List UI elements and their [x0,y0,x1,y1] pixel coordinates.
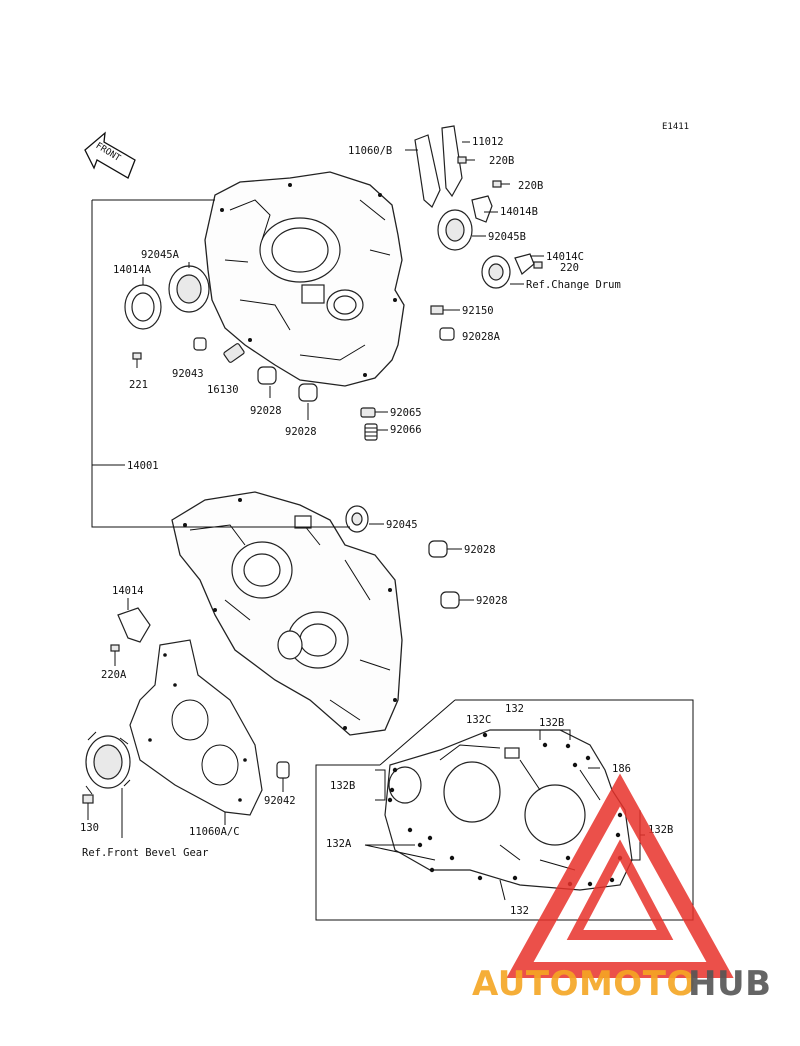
bolt-92150 [430,305,455,315]
watermark-text-automoto: AUTOMOTO [472,964,696,1004]
plug-92028-upper [257,366,318,402]
lower-crankcase [171,491,403,736]
bearing-92045 [345,505,369,533]
fitting-16130 [223,343,245,363]
plate-14014a [124,284,162,330]
watermark-logo [506,773,734,978]
diagram-code: E1411 [662,122,689,132]
label-11060b: 11060/B [348,145,392,157]
label-92028-2: 92028 [285,426,317,438]
label-14014b: 14014B [500,206,538,218]
label-92045a: 92045A [141,249,180,261]
dowel-92043 [193,337,207,351]
label-14014a: 14014A [113,264,152,276]
label-92045b: 92045B [488,231,526,243]
label-14014: 14014 [112,585,144,597]
screen-92065-spring-92066 [360,407,378,441]
gasket-11060ac [129,639,263,816]
label-14014c: 14014C [546,251,584,263]
bracket-14014 [117,607,151,643]
bolt-221 [132,352,142,368]
watermark-text-hub: HUB [688,964,771,1004]
upper-crankcase [204,171,405,387]
label-221: 221 [129,379,148,391]
bracket-14014c [514,253,543,275]
label-132b-2: 132B [330,780,355,792]
bolt-220b [457,156,510,188]
label-220b-1: 220B [489,155,514,167]
label-92045: 92045 [386,519,418,531]
label-16130: 16130 [207,384,239,396]
label-132-bottom: 132 [510,905,529,917]
bracket-14014b [471,195,493,223]
front-arrow-icon [84,131,136,179]
label-92042: 92042 [264,795,296,807]
label-92028a: 92028A [462,331,501,343]
bearing-ref-change [481,255,511,289]
label-11060ac: 11060A/C [189,826,240,838]
label-92028-4: 92028 [476,595,508,607]
bolt-220a [110,644,120,660]
label-ref-change-drum: Ref.Change Drum [526,279,621,291]
label-132a: 132A [326,838,352,850]
dowel-92042 [276,761,290,779]
label-220a: 220A [101,669,127,681]
plug-92028a [439,327,455,341]
label-132c: 132C [466,714,491,726]
label-11012: 11012 [472,136,504,148]
plug-92028-lower [428,540,460,609]
label-220: 220 [560,262,579,274]
label-92150: 92150 [462,305,494,317]
label-220b-2: 220B [518,180,543,192]
label-92043: 92043 [172,368,204,380]
label-92065: 92065 [390,407,422,419]
bolt-130 [82,794,94,814]
label-130: 130 [80,822,99,834]
bolt-pattern-inset [315,699,694,921]
label-14001: 14001 [127,460,159,472]
label-92066: 92066 [390,424,422,436]
label-92028-3: 92028 [464,544,496,556]
bearing-92045a [168,265,210,313]
bevel-gear-housing [85,731,131,795]
label-92028-1: 92028 [250,405,282,417]
chain-guide-11060b [414,125,463,208]
label-132b-1: 132B [539,717,564,729]
label-132-top: 132 [505,703,524,715]
label-186: 186 [612,763,631,775]
bearing-92045b [437,209,473,251]
label-132b-3: 132B [648,824,673,836]
label-ref-front-bevel-gear: Ref.Front Bevel Gear [82,847,208,859]
